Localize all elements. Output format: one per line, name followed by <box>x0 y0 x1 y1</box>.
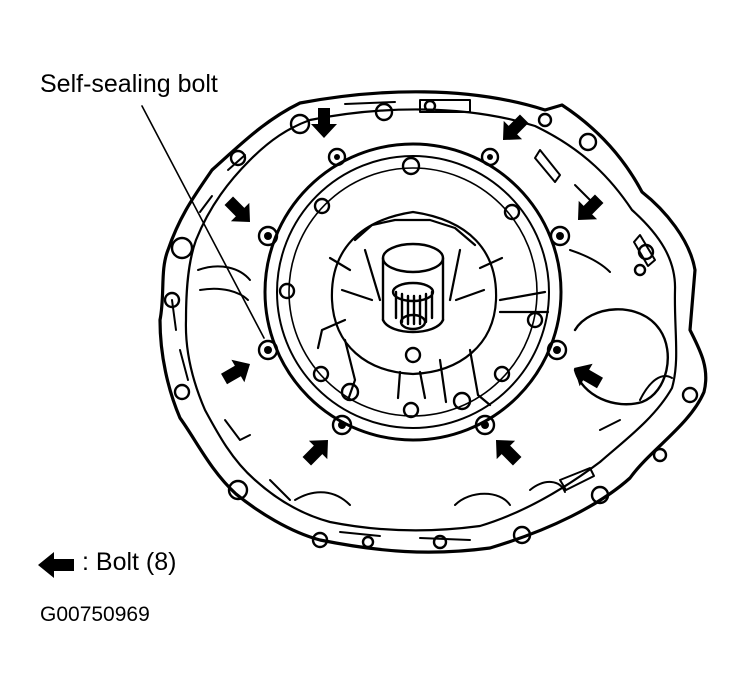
housing-inner-outline <box>184 108 678 532</box>
stator-hub <box>316 210 550 407</box>
flange-holes <box>163 99 699 550</box>
bolt-arrow-icon <box>224 196 250 222</box>
legend-label: : Bolt (8) <box>82 548 177 576</box>
callout-leader-line <box>141 105 265 339</box>
pump-bolt-centers <box>264 154 564 429</box>
bolt-arrow-icon <box>578 194 604 220</box>
figure-id: G00750969 <box>40 603 150 626</box>
pump-bolts <box>257 147 571 436</box>
bolt-arrow-icon <box>311 108 337 138</box>
bolt-arrow-icon <box>503 114 529 140</box>
bolt-arrow-icon <box>496 440 522 466</box>
bolt-arrow-icon <box>38 552 74 578</box>
pump-outer-ring <box>263 142 563 442</box>
bolt-arrow-icon <box>221 359 250 385</box>
housing-outer-outline <box>158 90 708 554</box>
input-shaft <box>381 242 445 364</box>
bolt-arrow-icon <box>574 363 603 389</box>
pump-inner-ring <box>276 155 550 429</box>
side-port-boss <box>573 308 669 406</box>
self-sealing-bolt-label: Self-sealing bolt <box>40 70 218 98</box>
bolt-arrow-icon <box>302 440 328 466</box>
